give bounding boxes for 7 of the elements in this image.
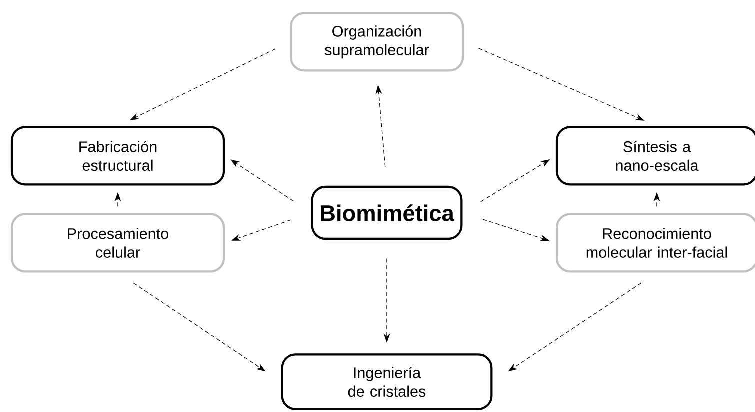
process-box: Reconocimiento molecular inter-facial	[556, 213, 755, 273]
process-box: Síntesis a nano-escala	[556, 126, 755, 186]
process-box: Ingeniería de cristales	[281, 354, 493, 410]
process-box: Organización supramolecular	[290, 12, 464, 72]
process-box: Procesamiento celular	[10, 213, 226, 273]
process-box: Fabricación estructural	[10, 126, 226, 186]
central-box: Biomimética	[311, 186, 463, 240]
